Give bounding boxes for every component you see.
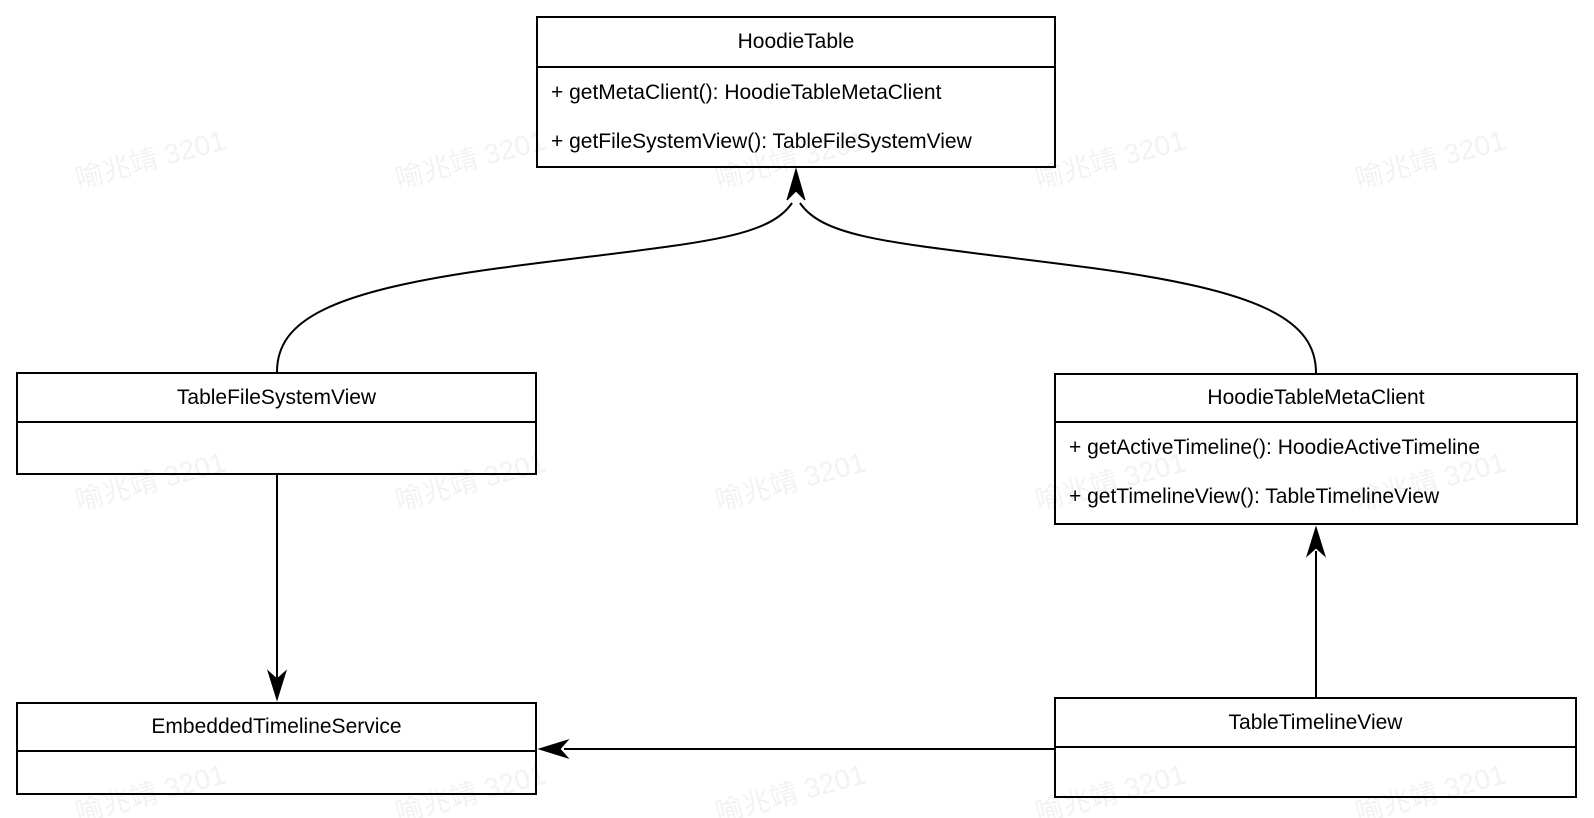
edge-filesystemview-to-hoodietable	[276, 202, 793, 373]
class-methods-hoodietable: + getMetaClient(): HoodieTableMetaClient…	[538, 68, 1054, 166]
class-box-hoodietablemetaclient: HoodieTableMetaClient + getActiveTimelin…	[1054, 373, 1578, 525]
class-title-tablefilesystemview: TableFileSystemView	[18, 374, 535, 423]
class-title-tabletimelineview: TableTimelineView	[1056, 699, 1575, 748]
arrowhead-down-embeddedtimelineservice	[266, 669, 288, 702]
method-getfilesystemview: + getFileSystemView(): TableFileSystemVi…	[551, 130, 972, 153]
method-getactivetimeline: + getActiveTimeline(): HoodieActiveTimel…	[1069, 436, 1481, 459]
method-gettimelineview: + getTimelineView(): TableTimelineView	[1069, 485, 1440, 508]
arrowhead-left-embeddedtimelineservice	[537, 738, 570, 760]
class-box-embeddedtimelineservice: EmbeddedTimelineService	[16, 702, 537, 795]
class-title-embeddedtimelineservice: EmbeddedTimelineService	[18, 704, 535, 752]
arrowhead-up-hoodietable	[786, 167, 806, 201]
class-box-hoodietable: HoodieTable + getMetaClient(): HoodieTab…	[536, 16, 1056, 168]
class-methods-hoodietablemetaclient: + getActiveTimeline(): HoodieActiveTimel…	[1056, 423, 1576, 521]
method-getmetaclient: + getMetaClient(): HoodieTableMetaClient	[551, 81, 942, 104]
class-title-hoodietablemetaclient: HoodieTableMetaClient	[1056, 375, 1576, 423]
class-box-tabletimelineview: TableTimelineView	[1054, 697, 1577, 798]
edge-metaclient-to-hoodietable	[799, 202, 1317, 374]
arrowhead-up-metaclient	[1305, 525, 1327, 558]
class-title-hoodietable: HoodieTable	[538, 18, 1054, 68]
class-box-tablefilesystemview: TableFileSystemView	[16, 372, 537, 475]
